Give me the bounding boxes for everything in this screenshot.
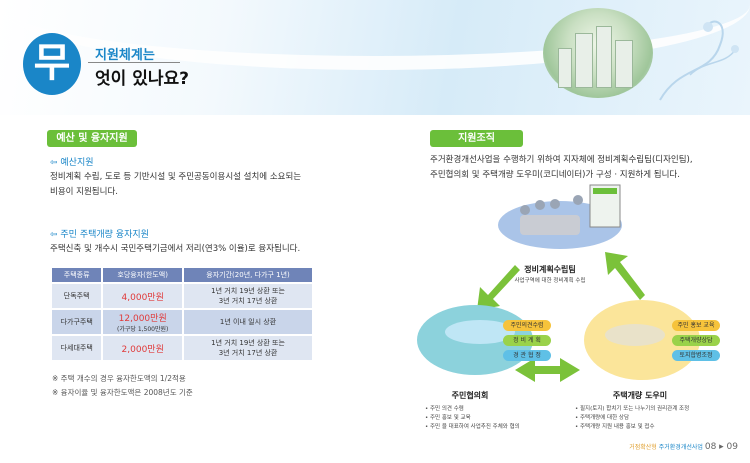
helper-bubble: 주민 홍보 교육 xyxy=(672,320,720,331)
cell-period: 1년 이내 일시 상환 xyxy=(184,310,312,334)
organization-diagram xyxy=(417,184,700,382)
helper-title: 주택개량 도우미 xyxy=(612,391,668,400)
loan-heading: ⇦ 주민 주택개량 융자지원 xyxy=(50,227,149,240)
column-header: 주택종류 xyxy=(52,268,102,282)
arrow-down-left-icon xyxy=(477,265,520,310)
cell-period: 1년 거치 19년 상환 또는 3년 거치 17년 상환 xyxy=(184,284,312,308)
cell-type: 다세대주택 xyxy=(52,336,102,360)
amount-note: (가구당 1,500만원) xyxy=(117,326,169,333)
arrow-icon: ⇦ xyxy=(50,230,61,240)
note: ※ 융자이율 및 융자한도액은 2008년도 기준 xyxy=(52,388,193,397)
helper-bubble: 토지합병조정 xyxy=(672,350,720,361)
budget-text-line: 정비계획 수립, 도로 등 기반시설 및 주민공동이용시설 설치에 소요되는 xyxy=(50,172,302,182)
loan-heading-text: 주민 주택개량 융자지원 xyxy=(60,230,149,240)
floral-decoration-icon xyxy=(659,20,739,101)
period-line: 1년 거치 19년 상환 또는 xyxy=(211,339,285,347)
table-header-row: 주택종류 호당융자(한도액) 융자기간(20년, 다가구 1년) xyxy=(52,268,312,282)
period-line: 3년 거치 17년 상환 xyxy=(218,349,278,357)
period-line: 3년 거치 17년 상환 xyxy=(218,297,278,305)
helper-items: • 필지(토지) 합치기 또는 나누기의 권리관계 조정 • 주택개량에 대한 … xyxy=(575,405,735,432)
footer-title: 주거환경개선사업 xyxy=(658,444,703,451)
helper-bubble: 주택개량상담 xyxy=(672,335,720,346)
table-row: 단독주택 4,000만원 1년 거치 19년 상환 또는 3년 거치 17년 상환 xyxy=(52,284,312,308)
cell-amount: 12,000만원 (가구당 1,500만원) xyxy=(103,310,183,334)
council-item: • 주민 홍보 및 교육 xyxy=(425,415,471,421)
council-bubble: 주민의견수렴 xyxy=(503,320,551,331)
title-line2: 엇이 있나요? xyxy=(95,69,189,89)
org-text-line: 주민협의회 및 주택개량 도우미(코디네이터)가 구성 · 지원하게 됩니다. xyxy=(430,170,680,180)
organization-text: 주거환경개선사업을 수행하기 위하여 지자체에 정비계획수립팀(디자인팀), 주민… xyxy=(430,153,740,183)
section-tag-budget-loan: 예산 및 융자지원 xyxy=(47,130,137,147)
title-badge: 무 xyxy=(23,33,81,95)
budget-heading-text: 예산지원 xyxy=(60,158,94,168)
title-divider xyxy=(88,62,180,63)
org-text-line: 주거환경개선사업을 수행하기 위하여 지자체에 정비계획수립팀(디자인팀), xyxy=(430,155,693,165)
footer-section: 거점확산형 xyxy=(629,444,657,451)
loan-text: 주택신축 및 개수시 국민주택기금에서 저리(연3% 이율)로 융자됩니다. xyxy=(50,244,301,254)
column-header: 호당융자(한도액) xyxy=(103,268,183,282)
green-buildings-image xyxy=(543,8,653,98)
arrow-icon: ⇦ xyxy=(50,158,61,168)
title-line1: 지원체계는 xyxy=(95,48,155,63)
council-item: • 주민 을 대표하여 사업추진 주체와 협의 xyxy=(425,424,520,430)
double-arrow-icon xyxy=(515,358,580,382)
helper-item: • 필지(토지) 합치기 또는 나누기의 권리관계 조정 xyxy=(575,406,690,412)
budget-heading: ⇦ 예산지원 xyxy=(50,155,94,168)
council-title: 주민협의회 xyxy=(451,391,489,400)
amount: 4,000만원 xyxy=(121,292,164,303)
footer: 거점확산형 주거환경개선사업 08 ▸ 09 xyxy=(629,442,738,452)
column-header: 융자기간(20년, 다가구 1년) xyxy=(184,268,312,282)
page-numbers: 08 ▸ 09 xyxy=(704,442,738,452)
council-item: • 주민 의견 수렴 xyxy=(425,406,464,412)
cell-type: 단독주택 xyxy=(52,284,102,308)
period-line: 1년 이내 일시 상환 xyxy=(219,318,277,326)
table-row: 다가구주택 12,000만원 (가구당 1,500만원) 1년 이내 일시 상환 xyxy=(52,310,312,334)
helper-item: • 주택개량에 대한 상담 xyxy=(575,415,630,421)
council-items: • 주민 의견 수렴 • 주민 홍보 및 교육 • 주민 을 대표하여 사업추진… xyxy=(425,405,570,432)
loan-table: 주택종류 호당융자(한도액) 융자기간(20년, 다가구 1년) 단독주택 4,… xyxy=(50,266,314,362)
arrow-up-left-icon xyxy=(605,252,645,300)
section-tag-organization: 지원조직 xyxy=(430,130,523,147)
period-line: 1년 거치 19년 상환 또는 xyxy=(211,287,285,295)
helper-item: • 주택개량 지원 내용 홍보 및 접수 xyxy=(575,424,655,430)
council-bubble: 정 비 계 획 xyxy=(503,335,551,346)
amount: 12,000만원 xyxy=(118,314,167,324)
cell-amount: 2,000만원 xyxy=(103,336,183,360)
cell-amount: 4,000만원 xyxy=(103,284,183,308)
note: ※ 주택 개수의 경우 융자한도액의 1/2적용 xyxy=(52,374,186,383)
cell-period: 1년 거치 19년 상환 또는 3년 거치 17년 상환 xyxy=(184,336,312,360)
amount: 2,000만원 xyxy=(121,344,164,355)
budget-text-line: 비용이 지원됩니다. xyxy=(50,187,118,197)
cell-type: 다가구주택 xyxy=(52,310,102,334)
team-desc: 사업구역에 대한 정비계획 수립 xyxy=(514,278,586,284)
table-row: 다세대주택 2,000만원 1년 거치 19년 상환 또는 3년 거치 17년 상… xyxy=(52,336,312,360)
meeting-people-icon xyxy=(520,195,583,235)
team-title: 정비계획수립팀 xyxy=(524,265,576,274)
council-bubble: 경 관 협 정 xyxy=(503,350,551,361)
